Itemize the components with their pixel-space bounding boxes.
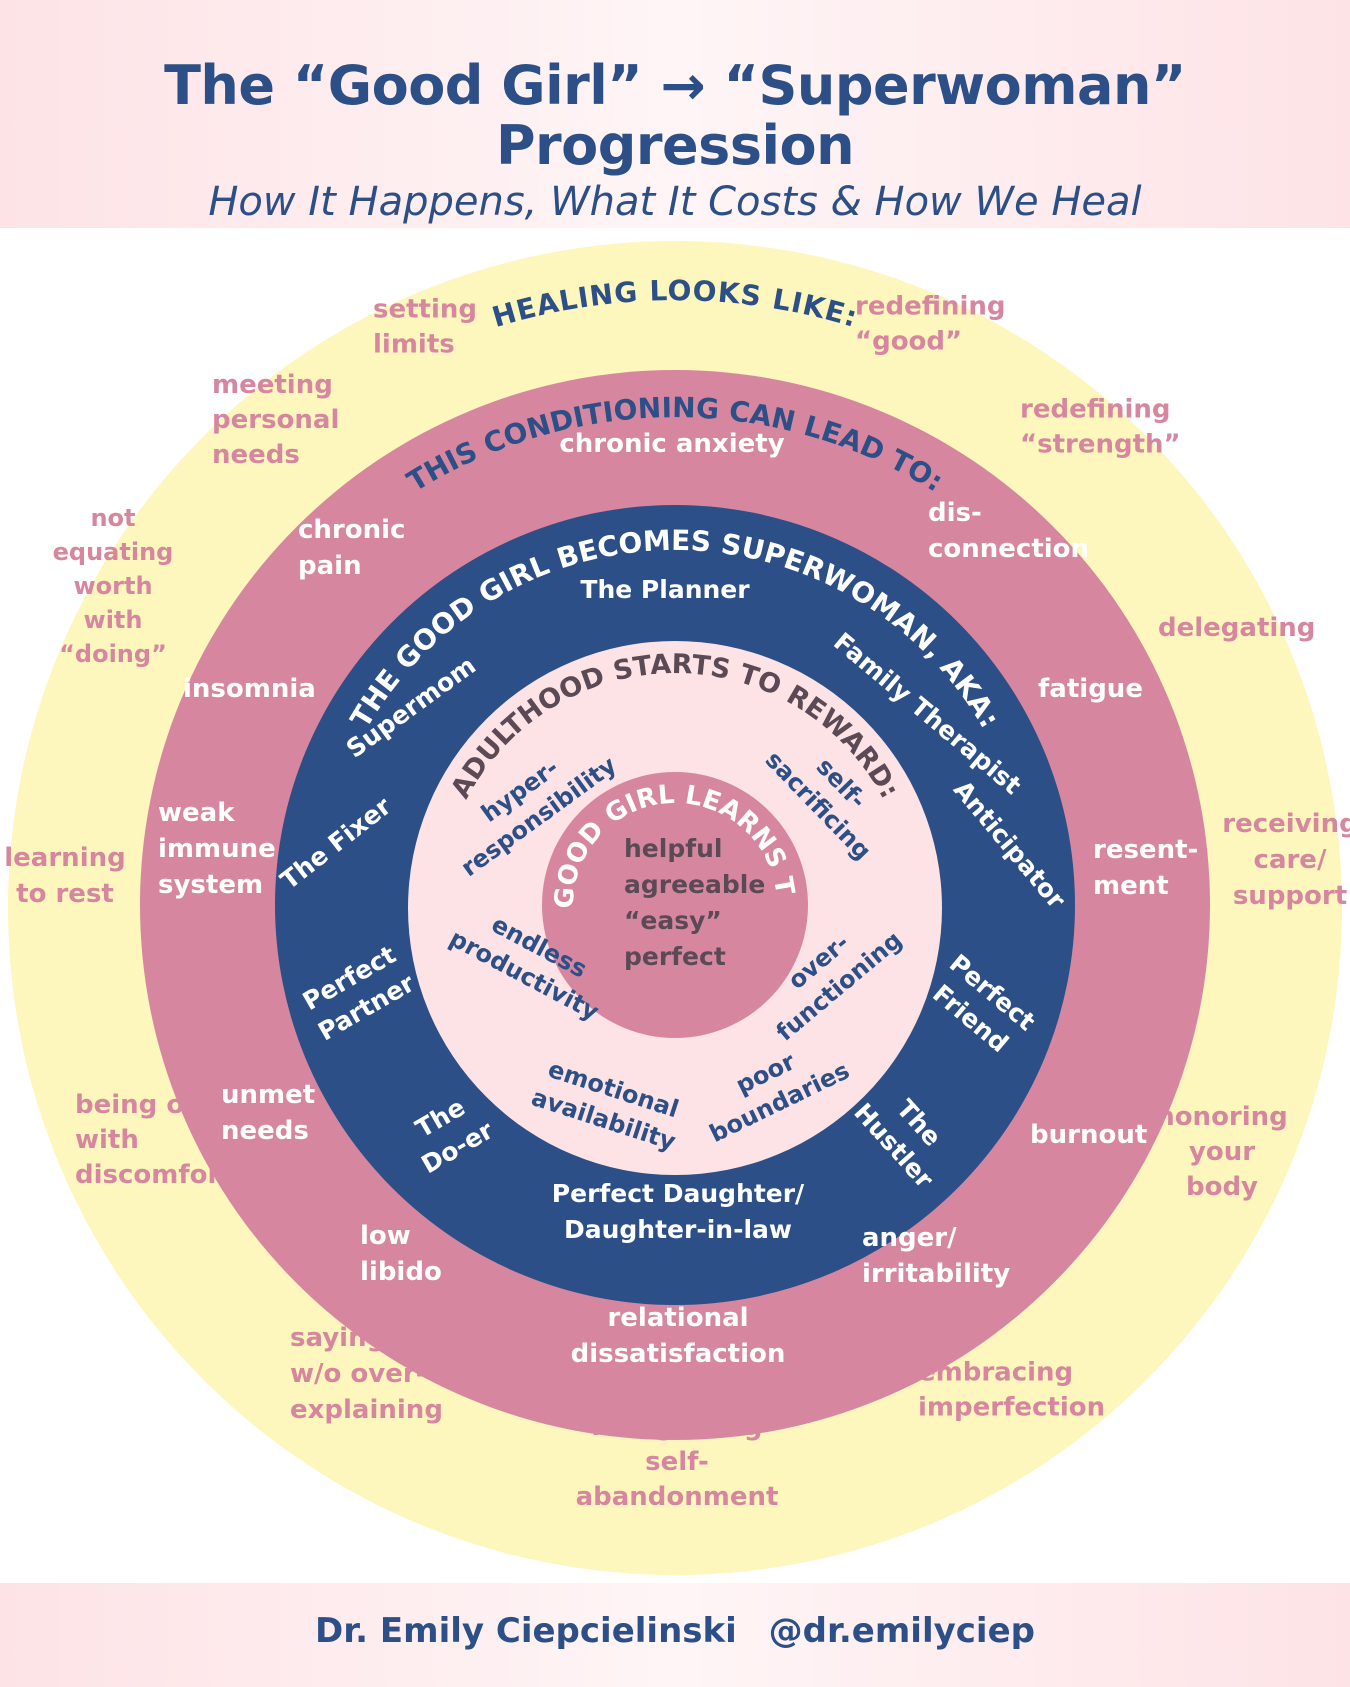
core-item: helpful	[624, 834, 722, 863]
healing-item: delegating	[1158, 613, 1315, 643]
core-item: perfect	[624, 942, 726, 971]
conditioning-item: dis-connection	[928, 498, 1089, 564]
author-name: Dr. Emily Ciepcielinski	[315, 1611, 737, 1651]
footer-credit: Dr. Emily Ciepcielinski @dr.emilyciep	[0, 1609, 1350, 1653]
healing-item: redefining“strength”	[1020, 395, 1181, 460]
core-circle	[542, 772, 808, 1038]
conditioning-item: insomnia	[183, 674, 316, 704]
footer-band	[0, 1583, 1350, 1687]
conditioning-item: resent-ment	[1093, 835, 1198, 901]
conditioning-item: anger/irritability	[862, 1223, 1010, 1289]
social-handle: @dr.emilyciep	[768, 1611, 1035, 1651]
conditioning-item: burnout	[1030, 1120, 1147, 1150]
page-title: The “Good Girl” → “Superwoman”	[164, 54, 1186, 117]
superwoman-item: The Planner	[580, 575, 750, 604]
page-subtitle: How It Happens, What It Costs & How We H…	[208, 179, 1142, 225]
conditioning-item: chronic anxiety	[559, 429, 784, 459]
page-title-line2: Progression	[495, 114, 855, 177]
core-item: agreeable	[624, 870, 765, 899]
conditioning-item: fatigue	[1038, 674, 1143, 704]
header-band	[0, 0, 1350, 228]
healing-item: redefining“good”	[855, 292, 1006, 357]
core-item: “easy”	[624, 906, 722, 935]
superwoman-item: Perfect Daughter/Daughter-in-law	[552, 1179, 805, 1244]
